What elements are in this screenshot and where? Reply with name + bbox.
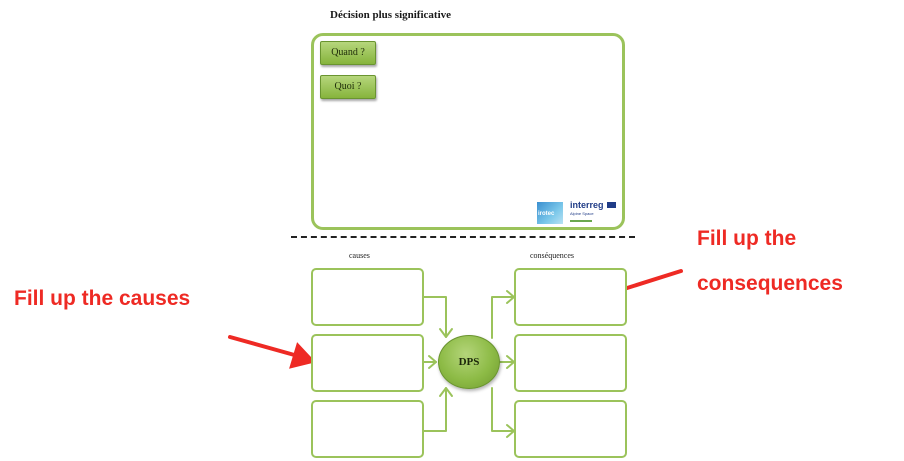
cause-box-1[interactable] (311, 268, 424, 326)
consequence-box-1[interactable] (514, 268, 627, 326)
cause-connector-top (423, 296, 447, 338)
eu-flag-icon (607, 202, 616, 208)
alpine-space-label: Alpine Space (570, 211, 594, 216)
causes-callout-arrow-line (228, 335, 300, 358)
fill-causes-callout: Fill up the causes (14, 287, 191, 310)
irotec-logo (537, 202, 563, 224)
cause-arrowhead-middle (428, 355, 437, 369)
section-divider (291, 236, 635, 238)
causes-label: causes (349, 251, 370, 260)
irotec-logo-text: irotec (538, 211, 555, 217)
page-title: Décision plus significative (330, 9, 452, 21)
cause-arrowhead-bottom (439, 387, 453, 397)
fill-consequences-callout-line1: Fill up the (697, 227, 797, 250)
cause-arrowhead-top (439, 328, 453, 338)
consequence-connector-top (491, 296, 515, 339)
interreg-logo: interreg (570, 200, 604, 210)
consequence-connector-bottom (491, 387, 515, 432)
cause-box-2[interactable] (311, 334, 424, 392)
decision-panel (311, 33, 625, 230)
quoi-button[interactable]: Quoi ? (320, 75, 376, 99)
dps-node: DPS (438, 335, 500, 389)
fill-consequences-callout-line2: consequences (697, 272, 843, 295)
quand-button[interactable]: Quand ? (320, 41, 376, 65)
consequence-box-3[interactable] (514, 400, 627, 458)
consequence-box-2[interactable] (514, 334, 627, 392)
logo-underline (570, 220, 592, 222)
cause-box-3[interactable] (311, 400, 424, 458)
consequences-label: conséquences (530, 251, 574, 260)
partner-logos: irotec interreg Alpine Space (537, 198, 617, 224)
cause-connector-bottom (423, 387, 447, 432)
causes-callout-arrowhead (289, 342, 316, 369)
